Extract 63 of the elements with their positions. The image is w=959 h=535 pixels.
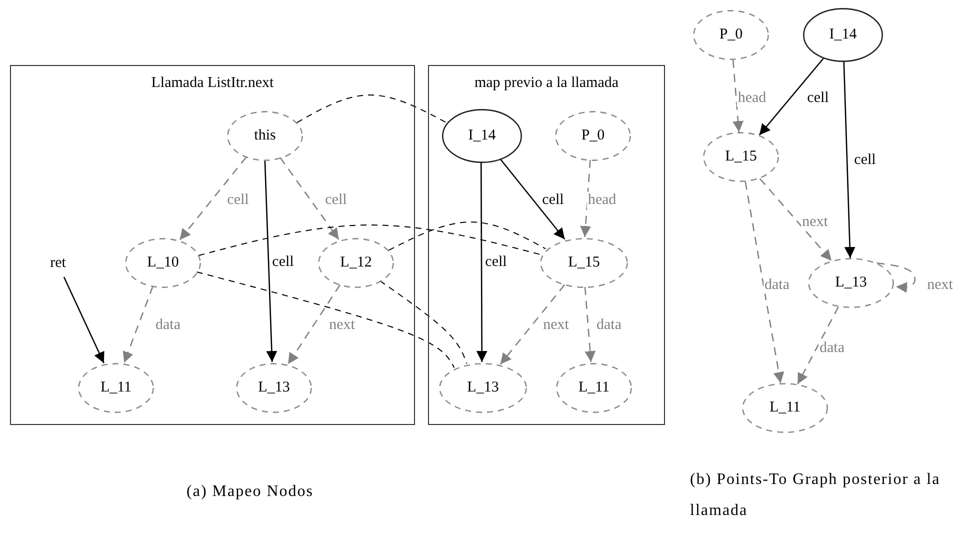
subfigure-caption: (a) Mapeo Nodos [186, 482, 314, 502]
arrow [280, 157, 340, 240]
cluster-box [428, 65, 665, 425]
mapping-line [198, 224, 542, 256]
arrow [288, 284, 340, 364]
node-label: L_15 [567, 256, 601, 270]
dashed-ellipse-node [556, 363, 632, 413]
ellipse-node [803, 8, 883, 62]
arrow [758, 58, 824, 136]
mapping-line [388, 222, 546, 251]
node-label: L_11 [99, 380, 133, 396]
dashed-ellipse-node [540, 238, 628, 288]
edge-label: data [764, 276, 790, 294]
cluster-title: map previo a la llamada [473, 74, 620, 92]
node-label: L_13 [466, 380, 500, 396]
node-label: P_0 [718, 28, 744, 42]
cluster-title: Llamada ListItr.next [150, 74, 275, 92]
dashed-ellipse-node [318, 238, 394, 288]
dashed-ellipse-node [125, 238, 201, 288]
arrow [876, 262, 916, 293]
arrow [843, 62, 856, 258]
node-label: L_10 [146, 256, 180, 270]
dashed-ellipse-node [227, 111, 303, 161]
arrow [500, 158, 566, 240]
variable-label: ret [42, 252, 74, 274]
node-label: L_13 [257, 380, 291, 396]
arrow [759, 178, 832, 262]
arrow [500, 284, 566, 365]
arrow [580, 160, 592, 238]
arrow [732, 60, 744, 132]
mapping-line [296, 94, 446, 124]
dashed-ellipse-node [693, 10, 769, 60]
edge-label: head [586, 192, 618, 208]
ellipse-node [442, 109, 522, 163]
cluster-box [10, 65, 415, 425]
mapping-line [379, 280, 468, 364]
arrow [797, 306, 839, 384]
node-label: L_11 [768, 400, 802, 416]
dashed-ellipse-node [78, 363, 154, 413]
dashed-ellipse-node [742, 383, 828, 433]
dashed-ellipse-node [703, 132, 779, 182]
arrow [63, 276, 104, 364]
node-label: P_0 [580, 128, 606, 144]
arrow [584, 286, 596, 362]
node-label: L_15 [724, 150, 758, 164]
subfigure-caption: (b) Points-To Graph posterior a la llamada [690, 470, 942, 521]
dashed-ellipse-node [808, 258, 894, 308]
dashed-ellipse-node [236, 363, 312, 413]
node-label: I_14 [467, 128, 497, 144]
mapping-line [196, 271, 455, 368]
node-label: I_14 [828, 28, 858, 42]
arrow [264, 160, 278, 362]
node-label: this [253, 128, 277, 144]
dashed-ellipse-node [555, 111, 631, 161]
dashed-ellipse-node [439, 363, 527, 413]
arrow [122, 286, 154, 363]
edge-label: head [736, 90, 768, 106]
arrow [744, 182, 784, 384]
arrow [179, 156, 247, 240]
arrow [476, 162, 488, 362]
node-label: L_13 [834, 276, 868, 290]
node-label: L_11 [577, 380, 611, 396]
node-label: L_12 [339, 256, 373, 270]
